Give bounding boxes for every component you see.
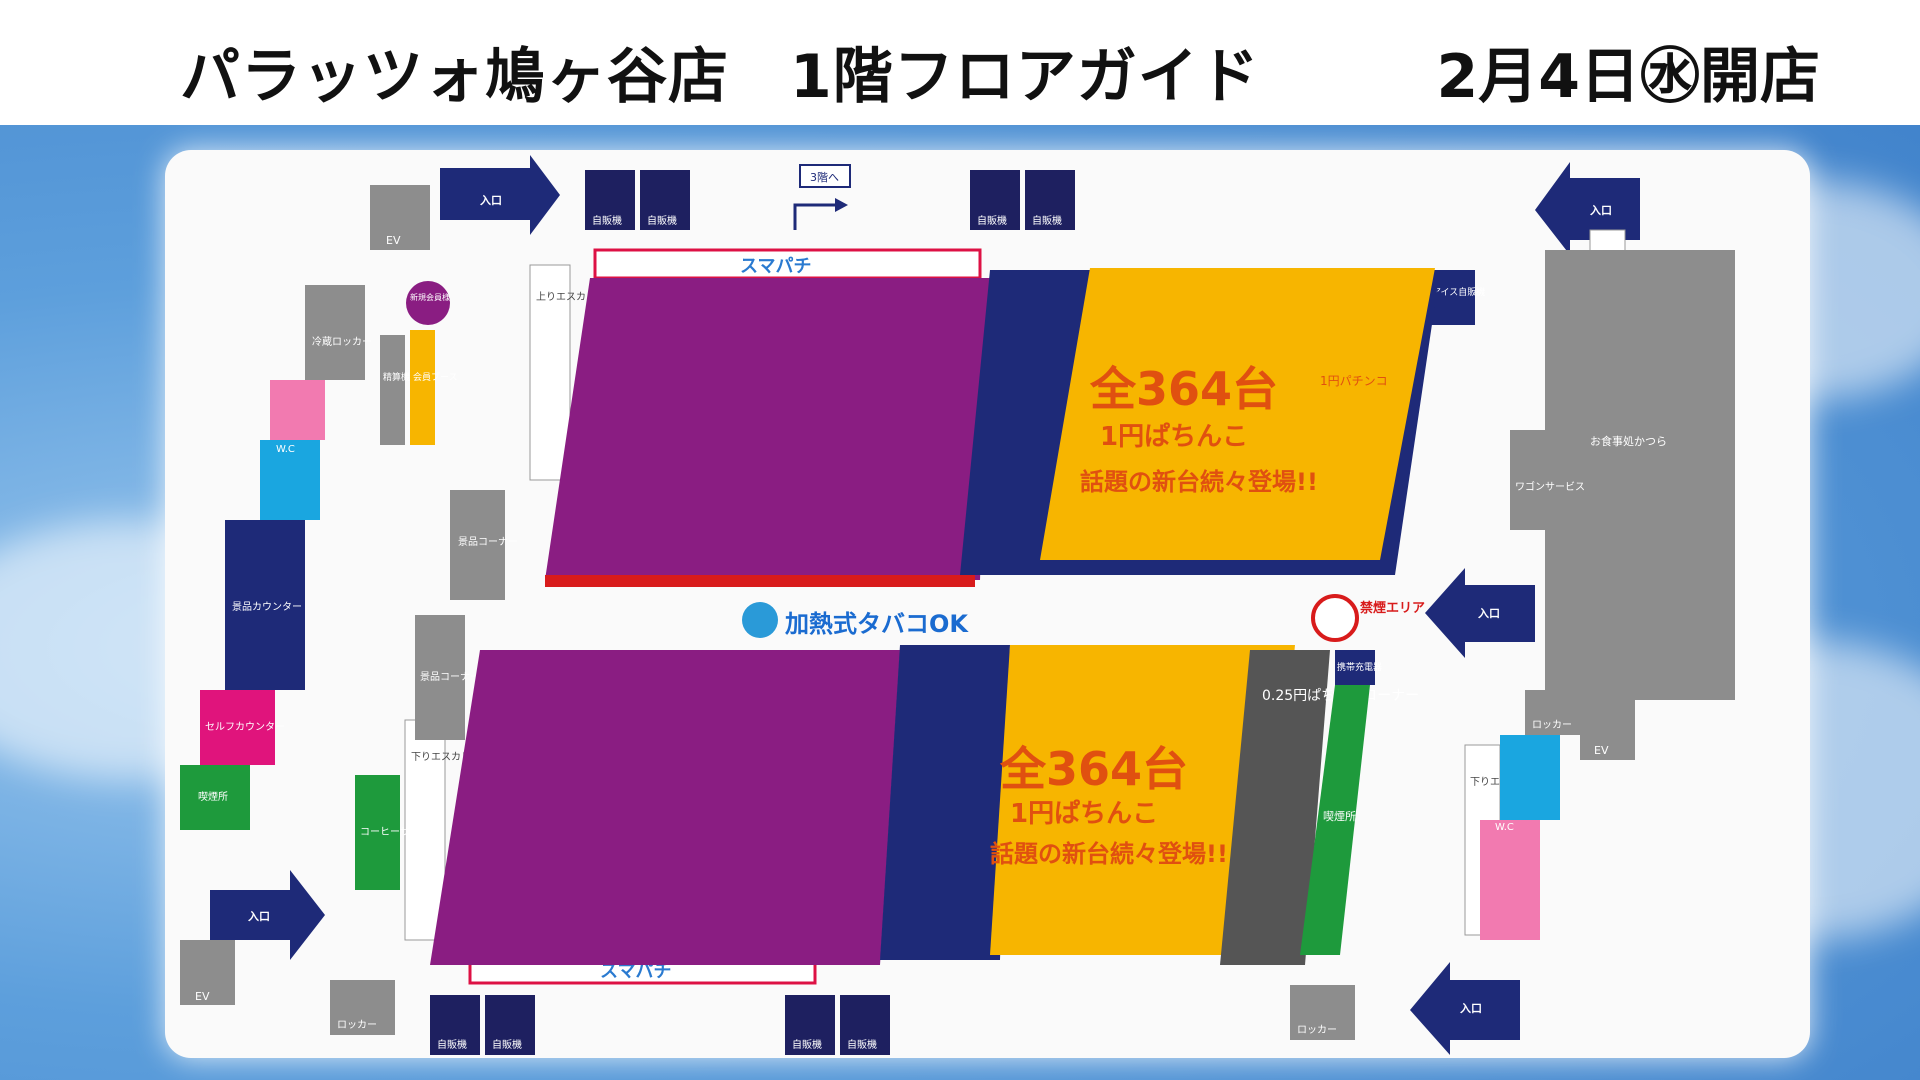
- elevator-right[interactable]: EV: [1580, 690, 1635, 760]
- svg-text:冷蔵ロッカー: 冷蔵ロッカー: [312, 335, 372, 348]
- wc-right-female[interactable]: W.C: [1480, 820, 1540, 940]
- svg-text:喫煙所: 喫煙所: [198, 791, 228, 803]
- vending-bottom-1[interactable]: 自販機: [430, 995, 480, 1055]
- prize-counter[interactable]: 景品カウンター: [225, 520, 305, 690]
- entrance-label: 入口: [480, 194, 502, 207]
- ev-label: EV: [386, 234, 401, 247]
- svg-text:1円ぱちんこ: 1円ぱちんこ: [1010, 799, 1158, 829]
- vending-top-2[interactable]: 自販機: [640, 170, 690, 230]
- svg-text:禁煙エリア: 禁煙エリア: [1360, 600, 1425, 616]
- svg-text:アイス自販機: アイス自販機: [1432, 286, 1485, 298]
- svg-text:W.C: W.C: [1495, 822, 1514, 833]
- svg-text:会員ブース: 会員ブース: [413, 371, 458, 383]
- wc-right-male[interactable]: [1500, 735, 1560, 820]
- smoking-area-left[interactable]: 喫煙所: [180, 765, 250, 830]
- svg-text:自販機: 自販機: [492, 1038, 522, 1051]
- svg-text:スマパチ: スマパチ: [740, 256, 811, 277]
- svg-text:新規会員様: 新規会員様: [410, 292, 450, 302]
- vending-bottom-4[interactable]: 自販機: [840, 995, 890, 1055]
- up-escalator-left[interactable]: 上りエスカレーター: [529, 264, 626, 481]
- lower-block: [430, 645, 1295, 965]
- svg-text:ロッカー: ロッカー: [1297, 1024, 1337, 1036]
- smapachi-banner-top: スマパチ: [593, 248, 982, 280]
- locker-right[interactable]: ロッカー: [1525, 690, 1585, 735]
- svg-text:1円パチンコ: 1円パチンコ: [1320, 374, 1388, 388]
- cold-locker[interactable]: 冷蔵ロッカー: [305, 285, 372, 380]
- svg-text:景品コーナー: 景品コーナー: [420, 671, 480, 683]
- locker-bottom-left[interactable]: ロッカー: [330, 980, 395, 1035]
- smoking-room-right[interactable]: 喫煙所: [1300, 685, 1370, 955]
- charger[interactable]: 携帯充電器: [1335, 650, 1382, 685]
- svg-text:全364台: 全364台: [999, 742, 1188, 796]
- svg-text:1円ぱちんこ: 1円ぱちんこ: [1100, 422, 1248, 452]
- svg-text:セルフカウンター: セルフカウンター: [205, 721, 285, 733]
- svg-text:話題の新台続々登場!!: 話題の新台続々登場!!: [990, 840, 1228, 868]
- coffee-server[interactable]: コーヒーサーバー: [355, 775, 440, 890]
- svg-text:W.C: W.C: [276, 444, 295, 455]
- upper-block: [545, 268, 1440, 587]
- wc-female[interactable]: [270, 380, 325, 440]
- svg-text:コーヒーサーバー: コーヒーサーバー: [360, 826, 440, 838]
- svg-text:精算機: 精算機: [383, 371, 410, 383]
- ice-vending[interactable]: アイス自販機: [1430, 270, 1485, 325]
- locker-bottom-right[interactable]: ロッカー: [1290, 985, 1355, 1040]
- ev-label: EV: [1594, 744, 1609, 757]
- svg-text:自販機: 自販機: [977, 214, 1007, 227]
- svg-text:話題の新台続々登場!!: 話題の新台続々登場!!: [1080, 468, 1318, 496]
- elevator-top-left[interactable]: EV: [370, 185, 430, 250]
- svg-text:自販機: 自販機: [647, 214, 677, 227]
- prize-corner-top[interactable]: 景品コーナー: [450, 490, 518, 600]
- svg-text:ワゴンサービス: ワゴンサービス: [1515, 480, 1585, 493]
- svg-text:スマパチ: スマパチ: [600, 961, 671, 982]
- svg-text:自販機: 自販機: [847, 1038, 877, 1051]
- heated-tobacco-banner: 加熱式タバコOK: [742, 602, 969, 638]
- header-bar: パラッツォ鳩ヶ谷店 1階フロアガイド 2月4日㊌開店: [0, 0, 1920, 125]
- wagon-service[interactable]: ワゴンサービス: [1510, 430, 1585, 530]
- restaurant[interactable]: お食事処かつら: [1545, 250, 1735, 700]
- vending-top-1[interactable]: 自販機: [585, 170, 635, 230]
- vending-bottom-2[interactable]: 自販機: [485, 995, 535, 1055]
- svg-text:全364台: 全364台: [1089, 362, 1278, 416]
- svg-text:自販機: 自販機: [592, 214, 622, 227]
- entrance-label: 入口: [1478, 607, 1500, 620]
- member-booth[interactable]: 新規会員様 会員ブース 精算機: [380, 281, 458, 445]
- entrance-bottom-right[interactable]: 入口: [1410, 962, 1520, 1055]
- svg-text:3階へ: 3階へ: [810, 170, 839, 184]
- self-counter[interactable]: セルフカウンター: [200, 690, 285, 765]
- entrance-label: 入口: [1460, 1002, 1482, 1015]
- prize-corner-bottom[interactable]: 景品コーナー: [415, 615, 480, 740]
- entrance-bottom-left[interactable]: 入口: [210, 870, 325, 960]
- svg-text:自販機: 自販機: [437, 1038, 467, 1051]
- svg-text:自販機: 自販機: [792, 1038, 822, 1051]
- svg-text:ロッカー: ロッカー: [1532, 719, 1572, 731]
- vending-top-3[interactable]: 自販機: [970, 170, 1020, 230]
- svg-text:喫煙所: 喫煙所: [1323, 810, 1356, 823]
- to-3f-sign[interactable]: 3階へ: [793, 164, 851, 230]
- entrance-mid-right[interactable]: 入口: [1425, 568, 1535, 658]
- svg-text:お食事処かつら: お食事処かつら: [1590, 434, 1667, 448]
- vending-top-4[interactable]: 自販機: [1025, 170, 1075, 230]
- svg-text:景品コーナー: 景品コーナー: [458, 536, 518, 548]
- down-escalator-left[interactable]: 下りエスカレーター: [404, 719, 501, 941]
- svg-text:携帯充電器: 携帯充電器: [1337, 661, 1382, 673]
- page-title: パラッツォ鳩ヶ谷店 1階フロアガイド: [180, 42, 1260, 112]
- ev-label: EV: [195, 990, 210, 1003]
- vending-bottom-3[interactable]: 自販機: [785, 995, 835, 1055]
- entrance-top-left[interactable]: 入口: [440, 155, 560, 235]
- entrance-label: 入口: [248, 910, 270, 923]
- svg-text:ロッカー: ロッカー: [337, 1019, 377, 1031]
- no-smoking-area: 禁煙エリア: [1311, 594, 1425, 642]
- svg-text:景品カウンター: 景品カウンター: [232, 601, 302, 613]
- wc-male[interactable]: W.C: [260, 440, 320, 520]
- lower-promo[interactable]: 全364台 1円ぱちんこ 話題の新台続々登場!!: [990, 742, 1228, 868]
- opening-date: 2月4日㊌開店: [1436, 42, 1821, 112]
- upper-promo[interactable]: 全364台 1円ぱちんこ 話題の新台続々登場!! 1円パチンコ: [1080, 362, 1388, 496]
- entrance-label: 入口: [1590, 204, 1612, 217]
- svg-text:加熱式タバコOK: 加熱式タバコOK: [785, 610, 969, 638]
- svg-text:自販機: 自販機: [1032, 214, 1062, 227]
- elevator-bottom-left[interactable]: EV: [180, 940, 235, 1005]
